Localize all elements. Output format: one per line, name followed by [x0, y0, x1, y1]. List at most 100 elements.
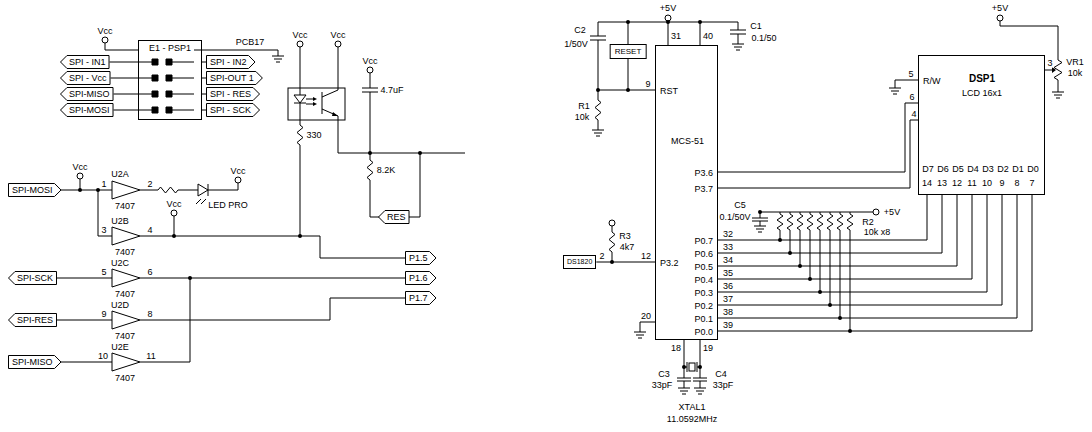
component-label: 1 — [101, 179, 106, 189]
component-label: 39 — [723, 320, 733, 330]
port-shape — [406, 272, 437, 285]
component-label: Vcc — [72, 162, 87, 172]
component-label: 18 — [671, 343, 681, 353]
wire-connector — [114, 110, 138, 111]
capacitor-symbol — [362, 30, 768, 381]
node-text: P0.0 — [694, 327, 713, 337]
component-label: +5V — [992, 3, 1008, 13]
node-text: D5 — [952, 164, 964, 174]
node-text: P3.6 — [694, 168, 713, 178]
wire-connector — [718, 195, 957, 266]
signal-port: SPI-OUT 1 — [206, 71, 263, 85]
signal-port: P1.7 — [405, 291, 437, 305]
component-label: 34 — [723, 255, 733, 265]
component-label: 1/50V — [564, 39, 588, 49]
component-label: 7 — [1029, 178, 1034, 188]
component-label: 4.7uF — [380, 85, 403, 95]
component-label: R2 — [862, 217, 874, 227]
wire-connector — [718, 120, 918, 188]
component-label: +5V — [884, 207, 900, 217]
node-text: SPI-MISO — [12, 357, 53, 367]
component-label: 7407 — [115, 201, 135, 211]
wire-connector — [718, 195, 987, 292]
component-label: Vcc — [230, 166, 245, 176]
node-text: SPI-MOSI — [69, 105, 110, 115]
component-label: 19 — [703, 343, 713, 353]
wire-connector — [718, 103, 918, 172]
component-label: LED PRO — [208, 200, 248, 210]
signal-port: P1.6 — [405, 271, 437, 285]
component-label: 9 — [645, 79, 650, 89]
node-text: D4 — [967, 164, 979, 174]
component-label: U2B — [111, 216, 129, 226]
component-label: R1 — [578, 101, 590, 111]
signal-port: SPI-RES — [8, 313, 57, 327]
wire-connector — [718, 195, 942, 253]
component-label: 32 — [723, 229, 733, 239]
component-label: 0.1/50V — [719, 212, 750, 222]
node-text: P0.1 — [694, 314, 713, 324]
component-label: 37 — [723, 294, 733, 304]
port-shape — [9, 272, 57, 285]
signal-port: SPI-MOSI — [8, 183, 62, 197]
component-label: 11.0592MHz — [667, 414, 717, 424]
component-label: C5 — [734, 200, 746, 210]
node-text: SPI-MOSI — [12, 185, 53, 195]
component-label: 10 — [98, 351, 108, 361]
component-label: 8.2K — [377, 165, 396, 175]
node-text: D0 — [1027, 164, 1039, 174]
wire-connector — [111, 78, 138, 79]
node-text: SPI - IN2 — [210, 57, 247, 67]
component-label: 5 — [908, 69, 913, 79]
component-label: 7407 — [115, 331, 135, 341]
component-label: 6 — [909, 92, 914, 102]
component-label: 2 — [599, 251, 604, 261]
component-label: 9 — [999, 178, 1004, 188]
port-shape — [207, 104, 260, 117]
wire-connector — [718, 195, 972, 279]
component-label: 33pF — [713, 380, 734, 390]
component-label: 40 — [703, 31, 713, 41]
node-text: SPI-OUT 1 — [210, 73, 254, 83]
component-label: 38 — [723, 307, 733, 317]
port-shape — [61, 104, 114, 117]
component-label: 330 — [306, 130, 321, 140]
signal-port: SPI-MOSI — [60, 103, 114, 117]
port-shape — [207, 88, 260, 101]
component-label: 7407 — [115, 247, 135, 257]
node-text: P1.5 — [409, 253, 428, 263]
signal-port: SPI - IN2 — [206, 55, 256, 69]
signal-port: SPI-MISO — [8, 355, 62, 369]
wire-connector — [718, 195, 1017, 318]
node-text: R/W — [923, 76, 941, 86]
led-symbol — [196, 184, 208, 204]
component-label: 9 — [101, 309, 106, 319]
component-label: 31 — [671, 31, 681, 41]
port-shape — [9, 314, 57, 327]
component-label: 10 — [982, 178, 992, 188]
component-label: C2 — [574, 25, 586, 35]
node-text: P0.2 — [694, 301, 713, 311]
component-label: 20 — [641, 311, 651, 321]
port-shape — [61, 56, 110, 69]
port-shape — [379, 211, 410, 224]
component-label: 3 — [1047, 58, 1052, 68]
wire-connector — [202, 78, 206, 79]
reset-button: RESET — [610, 44, 647, 59]
wire-connector — [202, 62, 206, 63]
crystal-symbol — [687, 362, 697, 372]
component-label: C4 — [715, 369, 727, 379]
component-label: 3 — [101, 225, 106, 235]
node-text: P0.6 — [694, 249, 713, 259]
wire-connector — [202, 110, 206, 111]
component-label: 7407 — [115, 373, 135, 383]
component-label: Vcc — [97, 26, 112, 36]
component-label: 0.1/50 — [751, 33, 776, 43]
node-text: P1.7 — [409, 293, 428, 303]
component-label: 11 — [967, 178, 976, 188]
signal-port: SPI-MISO — [60, 87, 114, 101]
component-label: U2A — [111, 169, 129, 179]
component-label: 12 — [952, 178, 962, 188]
node-text: SPI - IN1 — [69, 57, 106, 67]
